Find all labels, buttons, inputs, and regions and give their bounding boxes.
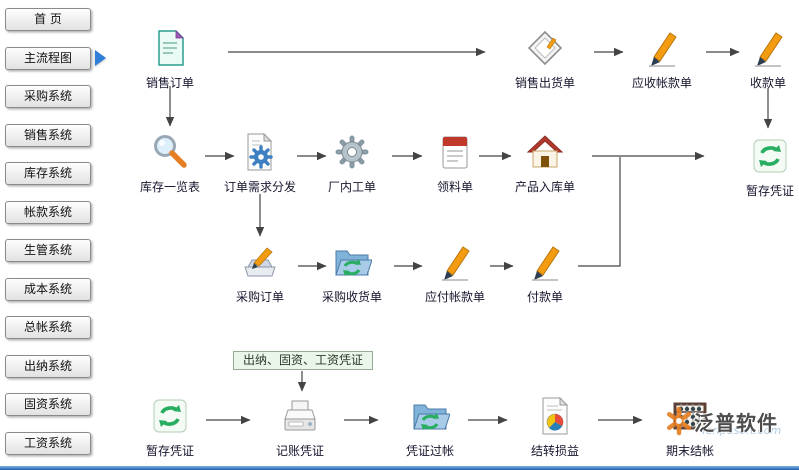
flow-node-accounts-payable[interactable]: 应付帐款单 [410, 242, 500, 305]
pen-icon [642, 28, 682, 68]
flow-node-profit-loss-carryover[interactable]: 结转损益 [510, 396, 600, 459]
flow-node-product-warehouse-entry[interactable]: 产品入库单 [500, 132, 590, 195]
sidebar-item-main-flowchart[interactable]: 主流程图 [5, 47, 91, 70]
flow-node-label: 凭证过帐 [405, 444, 454, 458]
recycle-icon [150, 396, 190, 436]
flow-node-sales-order[interactable]: 销售订单 [125, 28, 215, 91]
sidebar-item-production[interactable]: 生管系统 [5, 239, 91, 262]
flow-node-label: 应收帐款单 [631, 76, 692, 90]
flow-node-label: 暂存凭证 [145, 444, 194, 458]
flow-node-receipt[interactable]: 收款单 [723, 28, 799, 91]
flow-node-label: 采购收货单 [321, 290, 382, 304]
flow-node-temp-voucher-right[interactable]: 暂存凭证 [725, 136, 799, 199]
house-icon [525, 132, 565, 172]
folder-recycle-icon [332, 242, 372, 282]
flow-node-label: 收款单 [749, 76, 786, 90]
flow-node-internal-work-order[interactable]: 厂内工单 [307, 132, 397, 195]
sidebar-item-inventory[interactable]: 库存系统 [5, 162, 91, 185]
flow-node-label: 期末结帐 [665, 444, 714, 458]
flow-node-label: 销售出货单 [514, 76, 575, 90]
flow-node-label: 付款单 [526, 290, 563, 304]
sidebar-item-sales[interactable]: 销售系统 [5, 124, 91, 147]
pen-icon [748, 28, 788, 68]
folder-recycle-icon [410, 396, 450, 436]
flow-node-order-demand-dispatch[interactable]: 订单需求分发 [215, 132, 305, 195]
sidebar-item-purchasing[interactable]: 采购系统 [5, 85, 91, 108]
pen-icon [525, 242, 565, 282]
flow-node-accounts-receivable[interactable]: 应收帐款单 [617, 28, 707, 91]
sidebar-item-home[interactable]: 首 页 [5, 8, 91, 31]
flow-node-bookkeeping-voucher[interactable]: 记账凭证 [255, 396, 345, 459]
watermark-brand: 泛普软件 [694, 410, 778, 435]
sidebar-item-general-ledger[interactable]: 总帐系统 [5, 316, 91, 339]
flow-node-label: 销售订单 [145, 76, 194, 90]
register-icon [280, 396, 320, 436]
sidebar-item-fixed-assets[interactable]: 固资系统 [5, 393, 91, 416]
watermark-domain: fanpusoft.com [702, 424, 782, 437]
flow-node-label: 采购订单 [235, 290, 284, 304]
magnifier-icon [150, 132, 190, 172]
flow-node-purchase-order[interactable]: 采购订单 [215, 242, 305, 305]
flow-node-sales-shipment[interactable]: 销售出货单 [500, 28, 590, 91]
flow-node-label: 产品入库单 [514, 180, 575, 194]
flow-node-payment[interactable]: 付款单 [500, 242, 590, 305]
flow-node-label: 记账凭证 [275, 444, 324, 458]
flow-node-label: 应付帐款单 [424, 290, 485, 304]
flow-node-purchase-receipt[interactable]: 采购收货单 [307, 242, 397, 305]
window-bottom-edge [0, 466, 799, 470]
recycle-icon [750, 136, 790, 176]
flow-node-label: 暂存凭证 [745, 184, 794, 198]
scanner-pen-icon [240, 242, 280, 282]
flow-node-inventory-list[interactable]: 库存一览表 [125, 132, 215, 195]
sidebar-item-accounts[interactable]: 帐款系统 [5, 201, 91, 224]
notepad-icon [435, 132, 475, 172]
fanpu-logo-icon [664, 406, 694, 436]
flow-node-label: 领料单 [436, 180, 473, 194]
flow-node-temp-voucher-bottom[interactable]: 暂存凭证 [125, 396, 215, 459]
sidebar-item-payroll[interactable]: 工资系统 [5, 432, 91, 455]
watermark: fanpusoft.com 泛普软件 [664, 406, 782, 437]
document-gear-icon [240, 132, 280, 172]
flow-node-label: 订单需求分发 [223, 180, 296, 194]
flow-node-material-requisition[interactable]: 领料单 [410, 132, 500, 195]
sidebar-item-cashier[interactable]: 出纳系统 [5, 355, 91, 378]
voucher-sources-annotation: 出纳、固资、工资凭证 [233, 351, 373, 370]
diamond-box-icon [525, 28, 565, 68]
flow-node-label: 结转损益 [530, 444, 579, 458]
sidebar-item-cost[interactable]: 成本系统 [5, 278, 91, 301]
pie-document-icon [535, 396, 575, 436]
pen-icon [435, 242, 475, 282]
flow-node-label: 厂内工单 [327, 180, 376, 194]
flow-node-label: 库存一览表 [139, 180, 200, 194]
document-icon [150, 28, 190, 68]
flow-node-period-end-closing[interactable]: 期末结帐 [645, 396, 735, 459]
active-item-pointer-icon [95, 50, 106, 66]
flow-node-voucher-posting[interactable]: 凭证过帐 [385, 396, 475, 459]
gear-icon [332, 132, 372, 172]
